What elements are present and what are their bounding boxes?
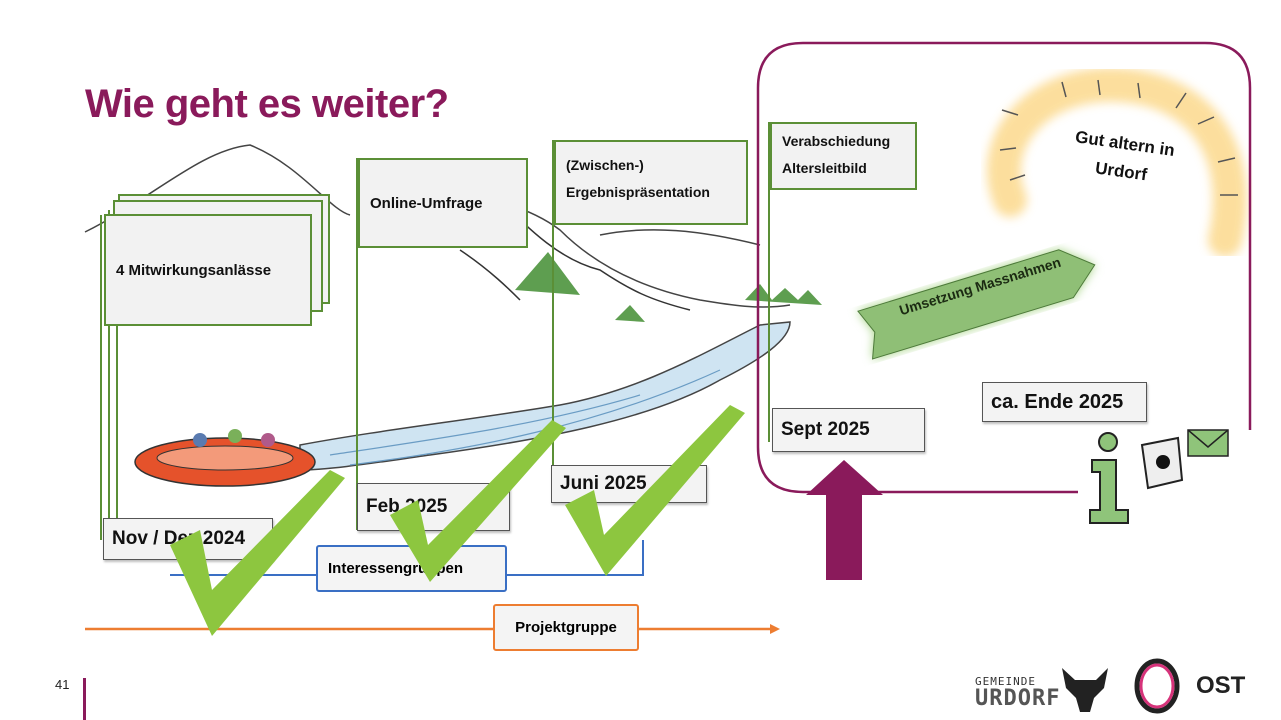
milestone-line — [100, 215, 102, 540]
river — [299, 321, 791, 471]
bull-icon — [1062, 668, 1108, 712]
milestone-box-ergebnis: (Zwischen-) Ergebnispräsentation — [554, 140, 748, 225]
milestone-label: Ergebnispräsentation — [566, 184, 710, 200]
milestone-label: Altersleitbild — [782, 160, 867, 176]
sun-rays — [999, 79, 1238, 196]
page-number: 41 — [55, 677, 70, 692]
milestone-label: Verabschiedung — [782, 133, 891, 149]
date-label: Sept 2025 — [772, 408, 925, 452]
footer-divider — [83, 678, 86, 720]
milestone-line — [552, 140, 554, 502]
green-peak — [615, 305, 645, 322]
future-frame — [756, 41, 1252, 494]
milestone-line — [108, 210, 110, 540]
checkmark-icon — [565, 405, 745, 576]
arrow-head-icon — [770, 624, 780, 634]
implementation-arrow — [857, 249, 1096, 360]
logo-text: URDORF — [975, 686, 1061, 711]
sun-glow — [987, 67, 1247, 257]
milestone-line — [768, 122, 770, 442]
mail-icon — [1187, 429, 1229, 457]
milestone-label: (Zwischen-) — [566, 157, 644, 173]
milestone-label: 4 Mitwirkungsanlässe — [116, 261, 272, 279]
project-group-box: Projektgruppe — [493, 604, 639, 651]
logo-text: GEMEINDE — [975, 675, 1036, 688]
green-peak — [745, 284, 822, 305]
brochure-icon — [1140, 436, 1184, 490]
up-arrow-icon — [806, 460, 883, 580]
ost-logo-text: OST — [1196, 672, 1246, 699]
urdorf-logo: GEMEINDE URDORF — [975, 675, 1060, 710]
ost-ring-icon — [1134, 658, 1180, 714]
page-title: Wie geht es weiter? — [85, 82, 449, 126]
milestone-box-online-umfrage: Online-Umfrage — [358, 158, 528, 248]
milestone-box-mitwirkung: 4 Mitwirkungsanlässe — [104, 214, 312, 326]
milestone-label: Online-Umfrage — [370, 194, 483, 212]
checkmark-icon — [170, 470, 345, 636]
date-label: ca. Ende 2025 — [982, 382, 1147, 422]
milestone-line — [356, 158, 358, 530]
info-icon — [1089, 432, 1129, 524]
milestone-line — [116, 205, 118, 540]
checkmark-icon — [390, 420, 566, 582]
green-peak — [515, 252, 580, 295]
